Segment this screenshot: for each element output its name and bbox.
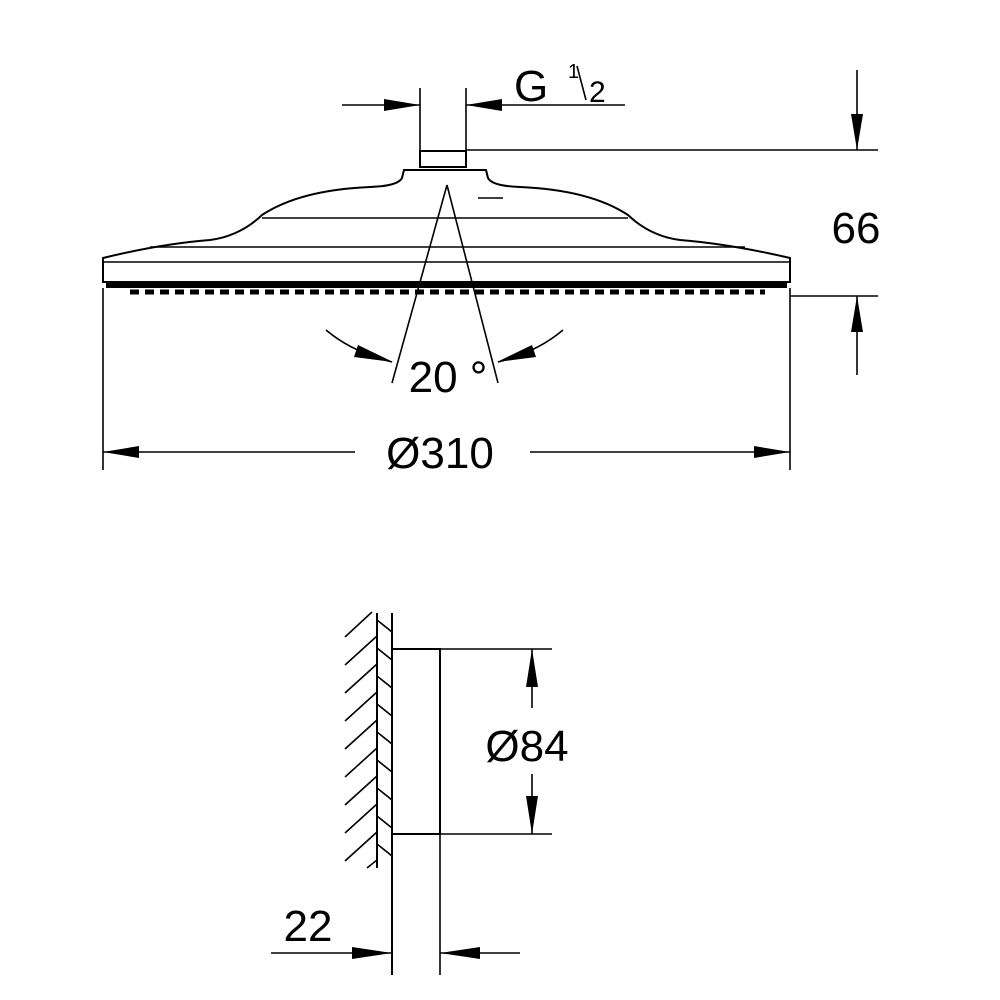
wall-hatching: [344, 611, 393, 869]
angle-line-left: [391, 184, 448, 384]
arrowhead: [354, 345, 393, 362]
spray-face: [106, 282, 787, 288]
flange-diameter-label: Ø84: [485, 722, 568, 771]
shower-head-body: [102, 169, 791, 283]
angle-line-right: [446, 184, 499, 384]
arrowhead: [497, 345, 536, 362]
arrowhead: [526, 649, 538, 687]
wall-flange-view: Ø84 22: [271, 611, 569, 975]
angle-label: 20 °: [409, 353, 488, 402]
depth-label: 22: [284, 902, 333, 951]
arrowhead: [851, 296, 863, 332]
arrowhead: [754, 446, 790, 458]
arrowhead: [440, 947, 480, 959]
arrowhead: [526, 796, 538, 834]
arrowhead: [466, 99, 502, 111]
diameter-label: Ø310: [386, 429, 494, 478]
thread-label: G: [514, 62, 548, 111]
flange-body: [391, 648, 441, 835]
connector-nut: [419, 150, 467, 168]
fraction-slash: [576, 65, 587, 101]
arrowhead: [851, 114, 863, 150]
arrowhead: [352, 947, 392, 959]
arrowhead: [103, 446, 139, 458]
height-label: 66: [832, 204, 881, 253]
thread-fraction-numerator: 1: [568, 61, 579, 83]
thread-fraction-denominator: 2: [589, 76, 606, 109]
arrowhead: [384, 99, 420, 111]
shower-head-view: G 1 2 66 20 ° Ø310: [102, 61, 881, 478]
